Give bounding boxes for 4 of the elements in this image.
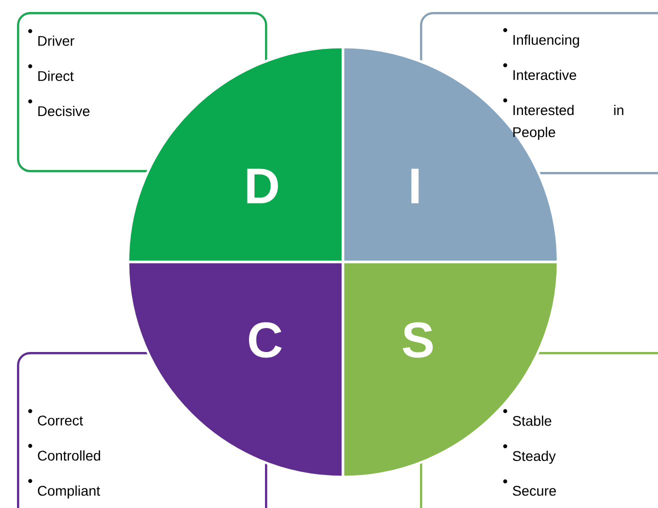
quadrant: C — [126, 260, 344, 478]
bullet-list: Correct Controlled Compliant — [28, 409, 100, 499]
quadrant: D — [126, 46, 344, 264]
bullet-list: Driver Direct Decisive — [28, 29, 90, 116]
